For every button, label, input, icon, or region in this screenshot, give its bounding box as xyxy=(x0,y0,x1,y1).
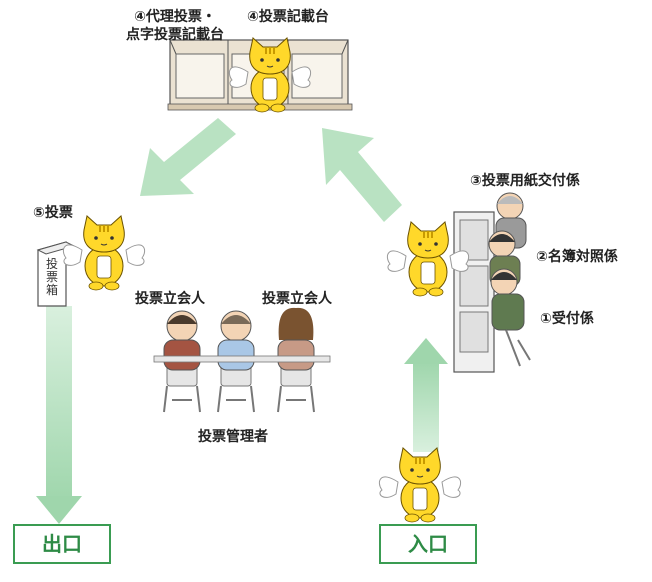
entrance-sign: 入口 xyxy=(379,524,477,564)
ballot-box-text-3: 箱 xyxy=(45,283,58,297)
witness-table xyxy=(153,355,331,363)
label-proxy-booth: ④代理投票・ 点字投票記載台 xyxy=(110,8,240,44)
flow-arrow-to-ballot-box xyxy=(140,118,236,196)
reception-desk xyxy=(453,211,495,373)
label-reception: ①受付係 xyxy=(540,311,594,327)
label-proxy-booth-line2: 点字投票記載台 xyxy=(126,27,224,43)
label-booth: ④投票記載台 xyxy=(247,9,329,25)
ballot-box-text-1: 投 xyxy=(45,257,58,271)
flow-arrow-to-booths xyxy=(322,128,402,222)
label-witness-left: 投票立会人 xyxy=(135,291,205,307)
witness-seat-3 xyxy=(277,307,315,413)
exit-sign: 出口 xyxy=(13,524,111,564)
flow-arrow-from-entrance xyxy=(404,338,448,452)
witness-seat-2 xyxy=(217,310,255,413)
mascot-voting xyxy=(62,215,146,291)
label-ballot-issuer: ③投票用紙交付係 xyxy=(470,173,580,189)
staff-reception xyxy=(490,268,531,367)
mascot-at-entrance xyxy=(378,447,462,523)
label-proxy-booth-line1: ④代理投票・ xyxy=(134,9,216,25)
label-vote: ⑤投票 xyxy=(33,205,73,221)
label-register-check: ②名簿対照係 xyxy=(536,249,618,265)
witness-seat-1 xyxy=(163,310,201,413)
label-witness-right: 投票立会人 xyxy=(262,291,332,307)
label-manager: 投票管理者 xyxy=(198,429,268,445)
ballot-box-text-2: 票 xyxy=(45,270,58,284)
ballot-box xyxy=(36,241,76,307)
flow-arrow-to-exit xyxy=(36,306,82,524)
